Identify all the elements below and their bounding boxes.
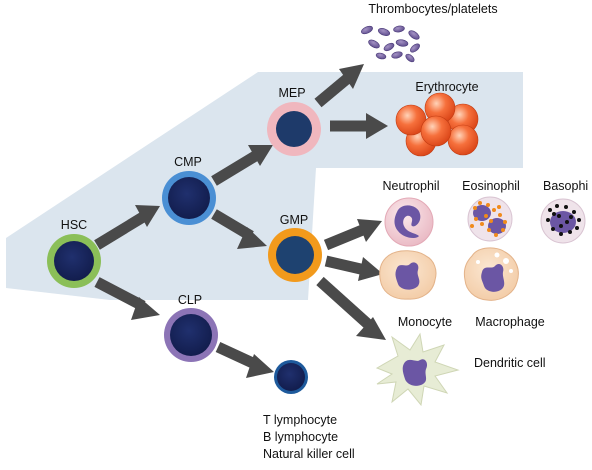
arrow-gmp-monocyte xyxy=(324,255,383,281)
arrow-hsc-clp xyxy=(94,277,160,320)
arrow-mep-erythrocyte xyxy=(330,113,388,139)
neutrophil-label: Neutrophil xyxy=(383,179,440,193)
thrombocytes-label: Thrombocytes/platelets xyxy=(368,2,497,16)
neutrophil-icon xyxy=(384,197,434,247)
mep-label: MEP xyxy=(278,86,305,100)
dendritic-cell-label: Dendritic cell xyxy=(474,356,546,370)
mep-cell xyxy=(267,102,321,156)
eosinophil-icon xyxy=(467,196,513,242)
hsc-label: HSC xyxy=(61,218,87,232)
cmp-label: CMP xyxy=(174,155,202,169)
t-lymphocyte-label: T lymphocyte xyxy=(263,413,337,427)
cmp-cell xyxy=(162,171,216,225)
arrow-cmp-mep xyxy=(211,145,273,186)
monocyte-icon xyxy=(379,250,437,300)
arrow-clp-lymphocyte xyxy=(215,342,274,378)
clp-label: CLP xyxy=(178,293,202,307)
clp-cell xyxy=(164,308,218,362)
arrow-mep-platelets xyxy=(314,64,364,108)
arrow-cmp-gmp xyxy=(211,209,267,249)
eosinophil-label: Eosinophil xyxy=(462,179,520,193)
arrow-gmp-neutrophil xyxy=(323,219,382,251)
monocyte-label: Monocyte xyxy=(398,315,452,329)
macrophage-icon xyxy=(463,247,519,301)
basophil-icon xyxy=(540,198,586,244)
macrophage-label: Macrophage xyxy=(475,315,545,329)
hsc-cell xyxy=(47,234,101,288)
erythrocyte-label: Erythrocyte xyxy=(415,80,478,94)
dendritic-cell-icon xyxy=(375,332,460,407)
arrows xyxy=(94,64,388,378)
b-lymphocyte-label: B lymphocyte xyxy=(263,430,338,444)
gmp-cell xyxy=(268,228,322,282)
arrow-gmp-dendritic xyxy=(316,276,386,340)
platelets-icon xyxy=(361,25,420,63)
erythrocyte-icon xyxy=(395,92,479,157)
basophil-label: Basophi xyxy=(543,179,588,193)
myeloid-band xyxy=(6,72,523,300)
arrow-hsc-cmp xyxy=(94,205,160,250)
gmp-label: GMP xyxy=(280,213,308,227)
lymphocyte-cell xyxy=(274,360,308,394)
nk-cell-label: Natural killer cell xyxy=(263,447,355,461)
